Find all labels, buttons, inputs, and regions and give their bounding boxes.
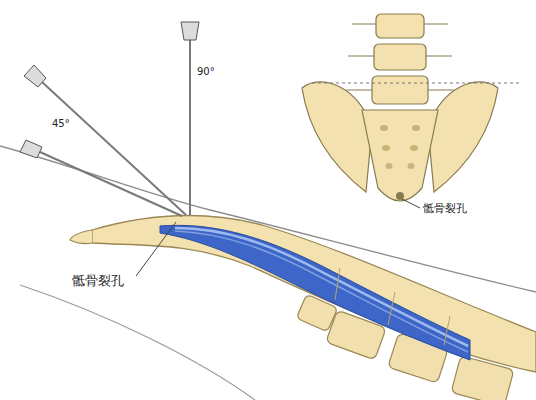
pelvis-inset <box>302 14 498 201</box>
sacrum <box>92 215 536 372</box>
angle-label: 90° <box>197 66 215 77</box>
sacral-canal <box>160 225 470 360</box>
sacral-segments <box>335 268 450 345</box>
part-label: 骶骨裂孔 <box>423 203 467 215</box>
angle-label: 45° <box>52 118 70 129</box>
sacral-foramina <box>380 125 420 200</box>
coccyx <box>70 230 92 244</box>
canal-highlight <box>175 231 468 352</box>
leader-line <box>402 199 420 208</box>
canal-highlight <box>175 228 468 346</box>
pelvic-contour <box>20 285 255 400</box>
part-label: 骶骨裂孔 <box>72 274 124 288</box>
leader-line <box>136 222 176 276</box>
needles <box>20 22 199 216</box>
iliac-crest-line <box>312 83 522 84</box>
